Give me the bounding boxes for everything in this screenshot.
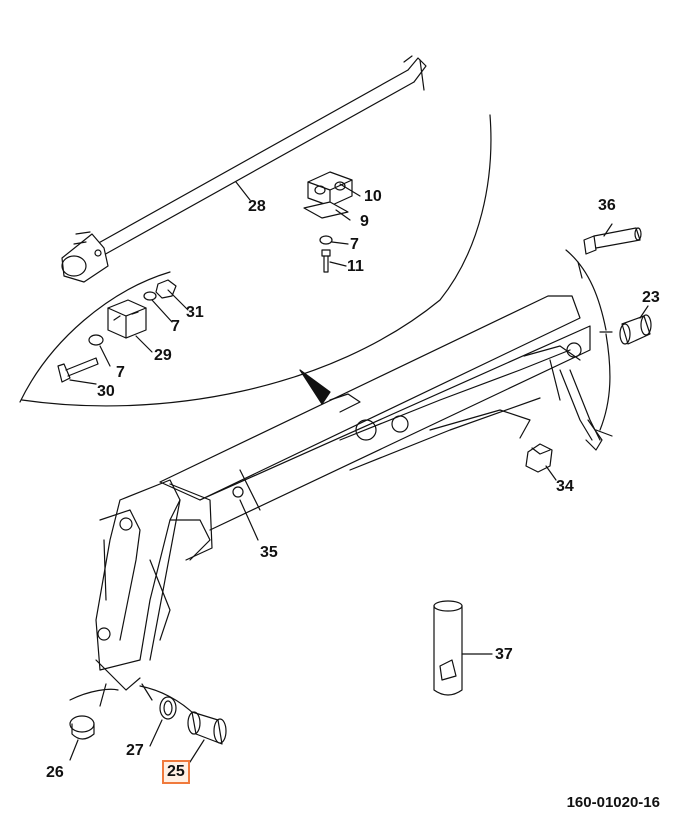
detail-pointer — [299, 369, 331, 405]
plate-9-drawing — [303, 201, 349, 219]
callout-7-mid[interactable]: 7 — [171, 318, 180, 335]
cap-34-drawing — [525, 443, 553, 473]
callout-25-highlighted[interactable]: 25 — [162, 760, 190, 784]
callout-7-top[interactable]: 7 — [350, 236, 359, 253]
callout-28[interactable]: 28 — [248, 198, 266, 215]
callout-9[interactable]: 9 — [360, 213, 369, 230]
cap-26-drawing — [69, 715, 95, 740]
washer-27-drawing — [159, 696, 177, 720]
callout-11[interactable]: 11 — [347, 258, 364, 275]
callout-10[interactable]: 10 — [364, 188, 382, 205]
callout-34[interactable]: 34 — [556, 478, 574, 495]
bolt-11-drawing — [321, 249, 331, 273]
callout-7-low[interactable]: 7 — [116, 364, 125, 381]
clamp-block-10-drawing — [307, 171, 353, 207]
detail-arc-upper — [21, 114, 492, 407]
callout-35[interactable]: 35 — [260, 544, 278, 561]
callout-27[interactable]: 27 — [126, 742, 144, 759]
bolt-30-drawing — [57, 357, 99, 383]
callout-29[interactable]: 29 — [154, 347, 172, 364]
boom-assembly-drawing — [95, 295, 603, 691]
callout-26[interactable]: 26 — [46, 764, 64, 781]
clamp-29-drawing — [107, 299, 147, 339]
washer-7-top — [319, 235, 333, 245]
pin-37-drawing — [433, 600, 463, 696]
pin-36-drawing — [583, 227, 642, 255]
callout-23[interactable]: 23 — [642, 289, 660, 306]
detail-arc-lower — [19, 271, 171, 403]
bushing-25-drawing — [187, 711, 227, 745]
callout-37[interactable]: 37 — [495, 646, 513, 663]
callout-36[interactable]: 36 — [598, 197, 616, 214]
drawing-code: 160-01020-16 — [566, 794, 660, 811]
callout-30[interactable]: 30 — [97, 383, 115, 400]
callout-31[interactable]: 31 — [186, 304, 204, 321]
rod-28-drawing — [61, 55, 427, 283]
bushing-23-drawing — [619, 314, 652, 345]
